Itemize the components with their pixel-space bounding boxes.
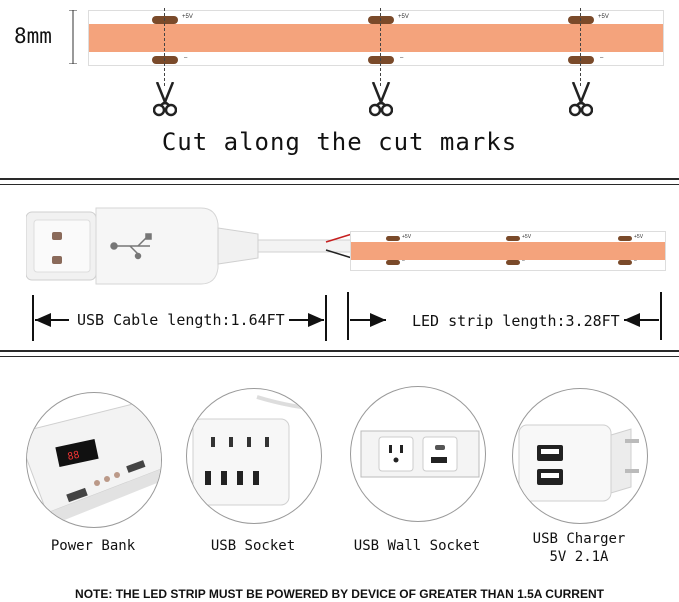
pad-positive-label: +5V [634,234,644,240]
pad-negative-label: – [400,55,404,61]
solder-pad-positive [368,16,394,24]
usb-charger-circle [512,388,648,524]
pad-positive-label: +5V [398,14,409,20]
usb-plug-illustration [25,204,356,296]
usb-wall-socket-label: USB Wall Socket [353,538,481,554]
scissors-icon [568,81,594,122]
strip-led-band [351,242,665,260]
strip-width-label: 8mm [14,24,52,48]
usb-socket-circle [186,388,322,524]
divider-middle [0,350,679,352]
solder-pad-positive [152,16,178,24]
usb-socket-icon [187,389,321,523]
scissors-icon [152,81,178,122]
usb-cable-length-arrow: USB Cable length:1.64FT [31,295,329,345]
usb-wall-socket-circle [350,386,486,522]
solder-pad-positive [568,16,594,24]
solder-pad-negative [506,260,520,265]
cut-line [580,8,581,86]
power-bank-icon: 88 [27,393,161,527]
pad-positive-label: +5V [598,14,609,20]
solder-pad-negative [368,56,394,64]
usb-cable-length-label: USB Cable length:1.64FT [77,311,285,329]
pad-positive-label: +5V [522,234,532,240]
pad-positive-label: +5V [182,14,193,20]
solder-pad-negative [568,56,594,64]
usb-charger-label: USB Charger [532,531,626,547]
divider-top-thin [0,184,679,185]
divider-top [0,178,679,180]
pad-negative-label: – [600,55,604,61]
led-strip-length-label: LED strip length:3.28FT [412,312,620,330]
width-dimension-bracket [69,9,77,65]
divider-middle-thin [0,356,679,357]
solder-pad-negative [618,260,632,265]
cut-line [380,8,381,86]
usb-socket-label: USB Socket [210,538,296,554]
pad-negative-label: – [522,258,525,264]
usb-wall-socket-icon [351,387,485,521]
solder-pad-positive [618,236,632,241]
small-cut-mark-1: +5V – [386,234,426,268]
pad-negative-label: – [634,258,637,264]
led-strip-length-arrow: LED strip length:3.28FT [346,292,664,345]
pad-negative-label: – [184,55,188,61]
pad-negative-label: – [402,258,405,264]
strip-led-band [89,24,663,52]
small-cut-mark-2: +5V – [506,234,546,268]
svg-text:88: 88 [67,450,81,463]
small-cut-mark-3: +5V – [618,234,658,268]
cut-mark-1: +5V – [152,8,193,118]
cut-line [164,8,165,86]
usb-charger-spec: 5V 2.1A [549,549,609,565]
cut-instruction: Cut along the cut marks [161,128,518,156]
power-bank-circle: 88 [26,392,162,528]
pad-positive-label: +5V [402,234,412,240]
power-bank-label: Power Bank [50,538,136,554]
cut-mark-3: +5V – [568,8,609,118]
scissors-icon [368,81,394,122]
solder-pad-positive [506,236,520,241]
solder-pad-negative [152,56,178,64]
power-requirement-note: NOTE: THE LED STRIP MUST BE POWERED BY D… [75,587,604,601]
usb-charger-icon [513,389,647,523]
solder-pad-positive [386,236,400,241]
solder-pad-negative [386,260,400,265]
cut-mark-2: +5V – [368,8,409,118]
